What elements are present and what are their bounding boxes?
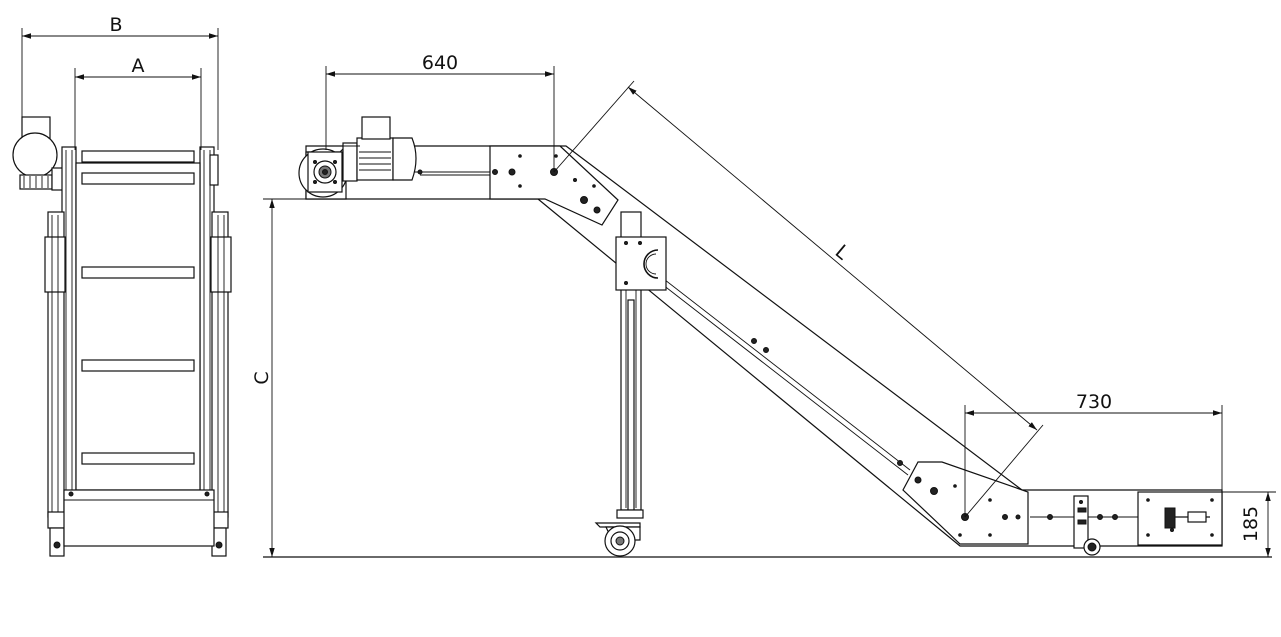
dimension-a-label: A [132, 55, 145, 77]
foot-bend-plate [902, 461, 1029, 545]
front-right-frame [199, 146, 232, 557]
dimension-a: A [74, 55, 202, 150]
side-view: 640 L C 730 185 [251, 52, 1276, 558]
dimension-l-label: L [831, 241, 854, 265]
front-view: B A [12, 14, 232, 557]
dimension-640: 640 [325, 52, 555, 172]
dimension-730: 730 [964, 391, 1223, 517]
dimension-c: C [251, 199, 275, 557]
dimension-b: B [21, 14, 219, 150]
support-leg [615, 211, 667, 511]
dimension-640-label: 640 [422, 52, 458, 74]
castor-wheel-icon [594, 509, 644, 557]
motor-end-icon [12, 116, 65, 191]
tension-bracket [1073, 495, 1101, 556]
dimension-185-label: 185 [1240, 506, 1262, 542]
dimension-c-label: C [251, 371, 273, 384]
conveyor-body [305, 145, 1223, 547]
drive-motor-icon [298, 116, 423, 200]
dimension-b-label: B [109, 14, 122, 36]
dimension-730-label: 730 [1076, 391, 1112, 413]
head-bend-plate [489, 145, 619, 226]
front-belt [63, 150, 215, 547]
tail-end-plate [1137, 491, 1223, 546]
dimension-185: 185 [1222, 491, 1276, 557]
